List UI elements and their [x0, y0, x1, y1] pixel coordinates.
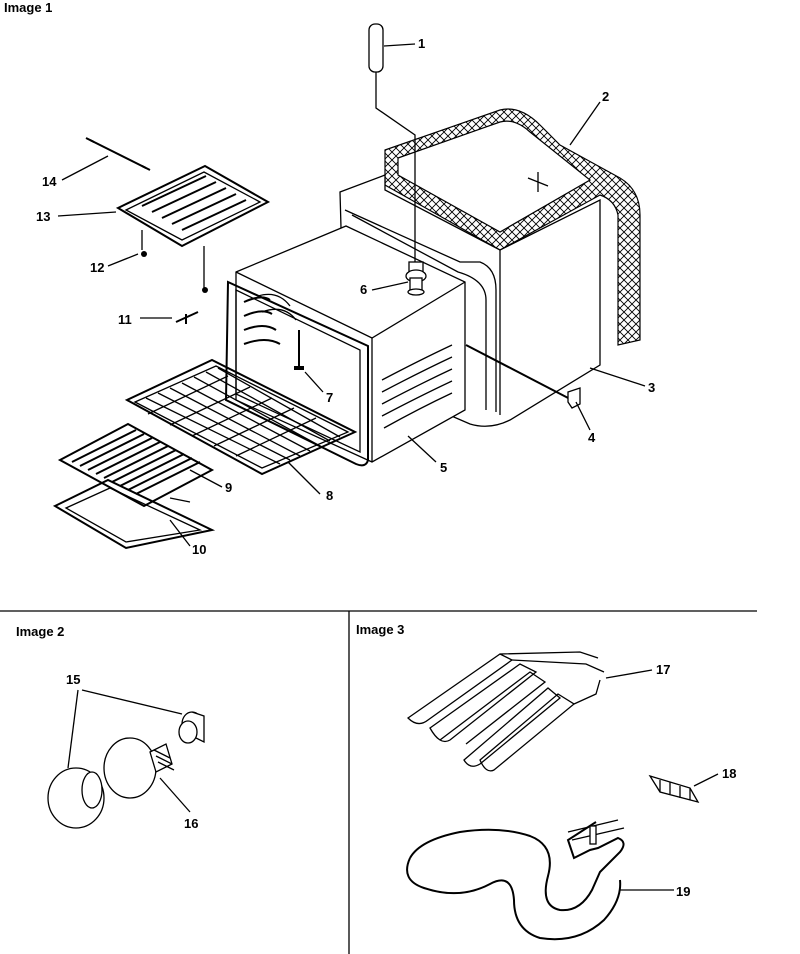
image1-leader-lines: [57, 43, 646, 547]
oven-sensor: [368, 23, 416, 262]
callout-10: 10: [192, 542, 206, 557]
callout-16: 16: [184, 816, 198, 831]
image2-title: Image 2: [16, 624, 65, 639]
callout-4: 4: [588, 430, 596, 445]
image3-title: Image 3: [356, 622, 405, 637]
callout-12: 12: [90, 260, 104, 275]
callout-2: 2: [602, 89, 609, 104]
image3-leader-lines: [605, 669, 719, 891]
terminal-block: [648, 774, 700, 804]
light-lens-cover: [47, 767, 105, 829]
callout-14: 14: [42, 174, 57, 189]
image2-leader-lines: [67, 689, 191, 813]
insulation-blanket: [384, 108, 641, 346]
broil-element: [406, 819, 625, 941]
callout-13: 13: [36, 209, 50, 224]
bake-element: [406, 651, 605, 772]
rack-tray: [115, 164, 271, 288]
image1-title: Image 1: [4, 0, 53, 15]
callout-9: 9: [225, 480, 232, 495]
callout-7: 7: [326, 390, 333, 405]
light-bulb: [103, 737, 175, 799]
callout-19: 19: [676, 884, 690, 899]
callout-1: 1: [418, 36, 425, 51]
tray-handle: [85, 137, 151, 171]
sensor-grommet: [405, 261, 427, 296]
callout-18: 18: [722, 766, 736, 781]
tray-screw: [141, 251, 208, 293]
callout-11: 11: [118, 312, 132, 327]
callout-5: 5: [440, 460, 447, 475]
probe-connector: [294, 330, 304, 370]
light-socket-cap: [178, 711, 205, 744]
callout-15: 15: [66, 672, 80, 687]
callout-17: 17: [656, 662, 670, 677]
oven-rack: [124, 358, 358, 476]
callout-8: 8: [326, 488, 333, 503]
callout-6: 6: [360, 282, 367, 297]
broil-pan: [52, 478, 216, 550]
callout-3: 3: [648, 380, 655, 395]
hinge-pin: [175, 311, 199, 324]
